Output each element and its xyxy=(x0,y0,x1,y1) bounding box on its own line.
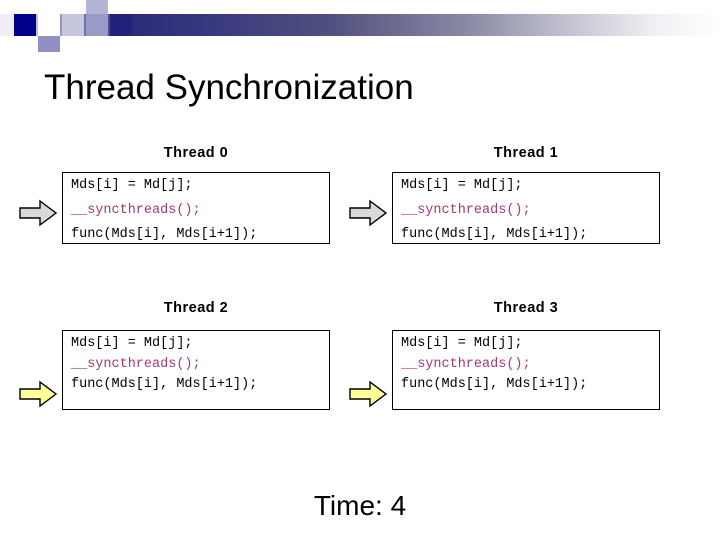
code-box-thread-3: Mds[i] = Md[j]; __syncthreads(); func(Md… xyxy=(392,330,660,410)
code-line-syncthreads: __syncthreads(); xyxy=(71,356,201,372)
banner-gradient-band xyxy=(0,14,720,36)
banner-square-bottom-blue xyxy=(38,36,60,52)
code-line-func: func(Mds[i], Mds[i+1]); xyxy=(71,377,258,392)
code-box-thread-0: Mds[i] = Md[j]; __syncthreads(); func(Md… xyxy=(62,172,330,244)
thread-label-2: Thread 2 xyxy=(163,300,229,316)
slide-header-banner xyxy=(0,0,720,52)
code-line-assign: Mds[i] = Md[j]; xyxy=(71,178,193,193)
time-counter: Time: 4 xyxy=(313,490,407,521)
code-line-assign: Mds[i] = Md[j]; xyxy=(401,336,523,351)
code-line-syncthreads: __syncthreads(); xyxy=(71,202,201,218)
code-line-syncthreads: __syncthreads(); xyxy=(401,356,531,372)
code-line-assign: Mds[i] = Md[j]; xyxy=(401,178,523,193)
banner-square-top-tab xyxy=(86,0,108,14)
code-box-thread-1: Mds[i] = Md[j]; __syncthreads(); func(Md… xyxy=(392,172,660,244)
thread-label-0: Thread 0 xyxy=(163,145,229,161)
execution-arrow-thread-1 xyxy=(348,199,388,227)
execution-arrow-thread-3 xyxy=(348,380,388,408)
thread-label-3: Thread 3 xyxy=(493,300,559,316)
banner-square-accent-dark xyxy=(14,14,36,36)
banner-square-bottom-white xyxy=(62,36,84,50)
banner-square-edge xyxy=(0,14,16,36)
code-line-func: func(Mds[i], Mds[i+1]); xyxy=(71,227,258,242)
code-line-syncthreads: __syncthreads(); xyxy=(401,202,531,218)
banner-square-light-1 xyxy=(62,14,84,36)
code-line-assign: Mds[i] = Md[j]; xyxy=(71,336,193,351)
code-box-thread-2: Mds[i] = Md[j]; __syncthreads(); func(Md… xyxy=(62,330,330,410)
banner-square-mid-blue xyxy=(86,14,108,36)
banner-square-deep-blue xyxy=(110,14,132,36)
banner-square-white xyxy=(38,14,60,36)
code-line-func: func(Mds[i], Mds[i+1]); xyxy=(401,377,588,392)
execution-arrow-thread-2 xyxy=(18,380,58,408)
slide-title: Thread Synchronization xyxy=(44,68,414,107)
execution-arrow-thread-0 xyxy=(18,199,58,227)
thread-label-1: Thread 1 xyxy=(493,145,559,161)
code-line-func: func(Mds[i], Mds[i+1]); xyxy=(401,227,588,242)
